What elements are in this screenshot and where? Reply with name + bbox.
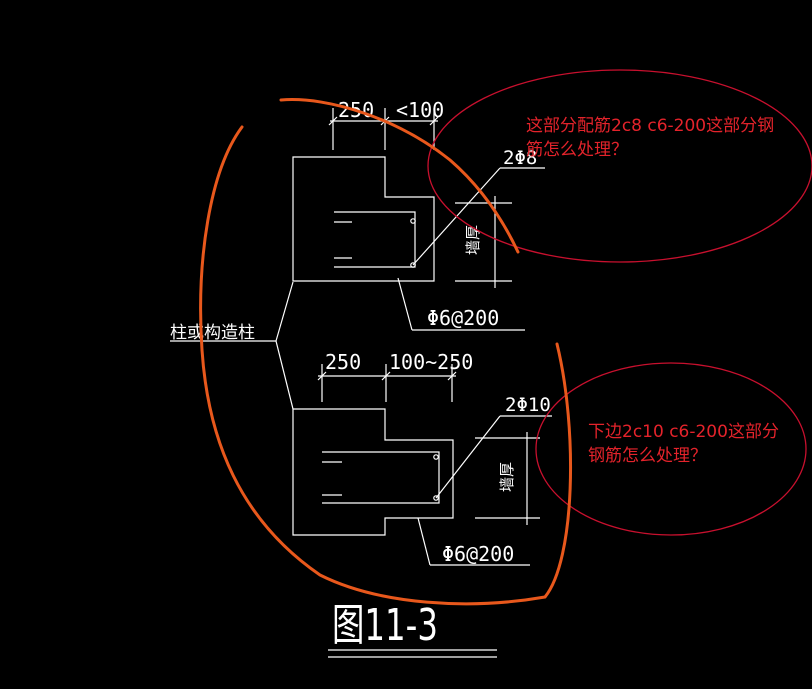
upper-dim-right-label: <100	[396, 98, 444, 122]
lower-detail: 250 100~250 2Φ10 Φ6@200 墙厚	[292, 350, 552, 566]
upper-wall-label: 墙厚	[464, 225, 482, 255]
lower-dimension: 250 100~250	[317, 350, 473, 402]
markup-ellipse-top	[427, 69, 812, 263]
markup-arc-main	[199, 125, 573, 606]
markup-layer: 这部分配筋2c8 c6-200这部分钢 筋怎么处理？ 下边2c10 c6-200…	[199, 69, 812, 606]
lower-wall-label: 墙厚	[498, 462, 516, 492]
lower-rebar-top-hook	[322, 451, 440, 504]
lower-stirrup-label: Φ6@200	[442, 542, 514, 566]
lower-bar-label: 2Φ10	[505, 394, 551, 416]
lower-dim-right-label: 100~250	[389, 350, 473, 374]
note-top-line1: 这部分配筋2c8 c6-200这部分钢	[526, 116, 774, 136]
note-top-line2: 筋怎么处理？	[526, 140, 628, 160]
upper-rebar-top-hook	[334, 211, 416, 268]
upper-bar-dot-bottom	[410, 262, 416, 268]
upper-section-outline	[292, 156, 435, 282]
markup-arc-top	[279, 98, 520, 254]
lower-section-outline	[292, 408, 454, 536]
figure-title: 图11-3	[332, 600, 438, 651]
upper-stirrup-label: Φ6@200	[427, 306, 499, 330]
column-label: 柱或构造柱	[170, 323, 255, 343]
figure-title-group: 图11-3	[328, 600, 497, 658]
note-bottom-line1: 下边2c10 c6-200这部分	[588, 422, 779, 442]
markup-ellipse-bottom	[535, 362, 807, 536]
note-bottom-line2: 钢筋怎么处理？	[588, 446, 707, 466]
lower-dim-left-label: 250	[325, 350, 361, 374]
upper-bar-label: 2Φ8	[503, 147, 537, 169]
lower-bar-dot-bottom	[433, 495, 439, 501]
column-label-group: 柱或构造柱	[170, 281, 294, 410]
upper-bar-dot-top	[410, 218, 416, 224]
lower-bar-dot-top	[433, 454, 439, 460]
upper-detail: 250 <100 2Φ8 Φ6@200 墙厚	[292, 98, 545, 331]
